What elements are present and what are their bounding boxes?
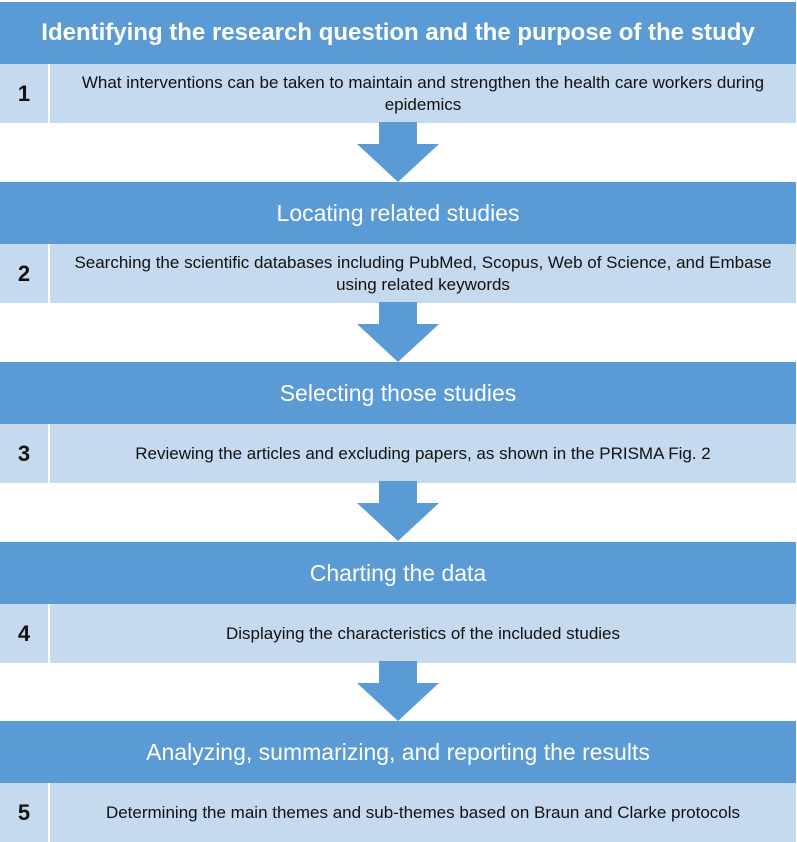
step-4-row: 4 Displaying the characteristics of the … [0,604,796,663]
step-2-title: Locating related studies [0,182,796,244]
step-1-description: What interventions can be taken to maint… [81,72,765,114]
step-3-row: 3 Reviewing the articles and excluding p… [0,424,796,483]
step-3-number: 3 [0,424,50,483]
step-4-title: Charting the data [0,542,796,604]
step-2-row: 2 Searching the scientific databases inc… [0,244,796,303]
down-arrow-icon [357,122,439,182]
step-2-description: Searching the scientific databases inclu… [74,252,772,294]
step-1-number: 1 [0,64,50,123]
step-2-number: 2 [0,244,50,303]
step-5-number: 5 [0,783,50,842]
step-4-number: 4 [0,604,50,663]
down-arrow-icon [357,481,439,541]
step-3-description: Reviewing the articles and excluding pap… [135,443,711,463]
down-arrow-icon [357,661,439,721]
step-5-title: Analyzing, summarizing, and reporting th… [0,721,796,783]
step-3-title: Selecting those studies [0,362,796,424]
down-arrow-icon [357,302,439,362]
step-1-title: Identifying the research question and th… [0,2,796,64]
step-5-description: Determining the main themes and sub-them… [105,802,741,822]
step-1-row: 1 What interventions can be taken to mai… [0,64,796,123]
step-5-row: 5 Determining the main themes and sub-th… [0,783,796,842]
step-4-description: Displaying the characteristics of the in… [225,623,621,643]
